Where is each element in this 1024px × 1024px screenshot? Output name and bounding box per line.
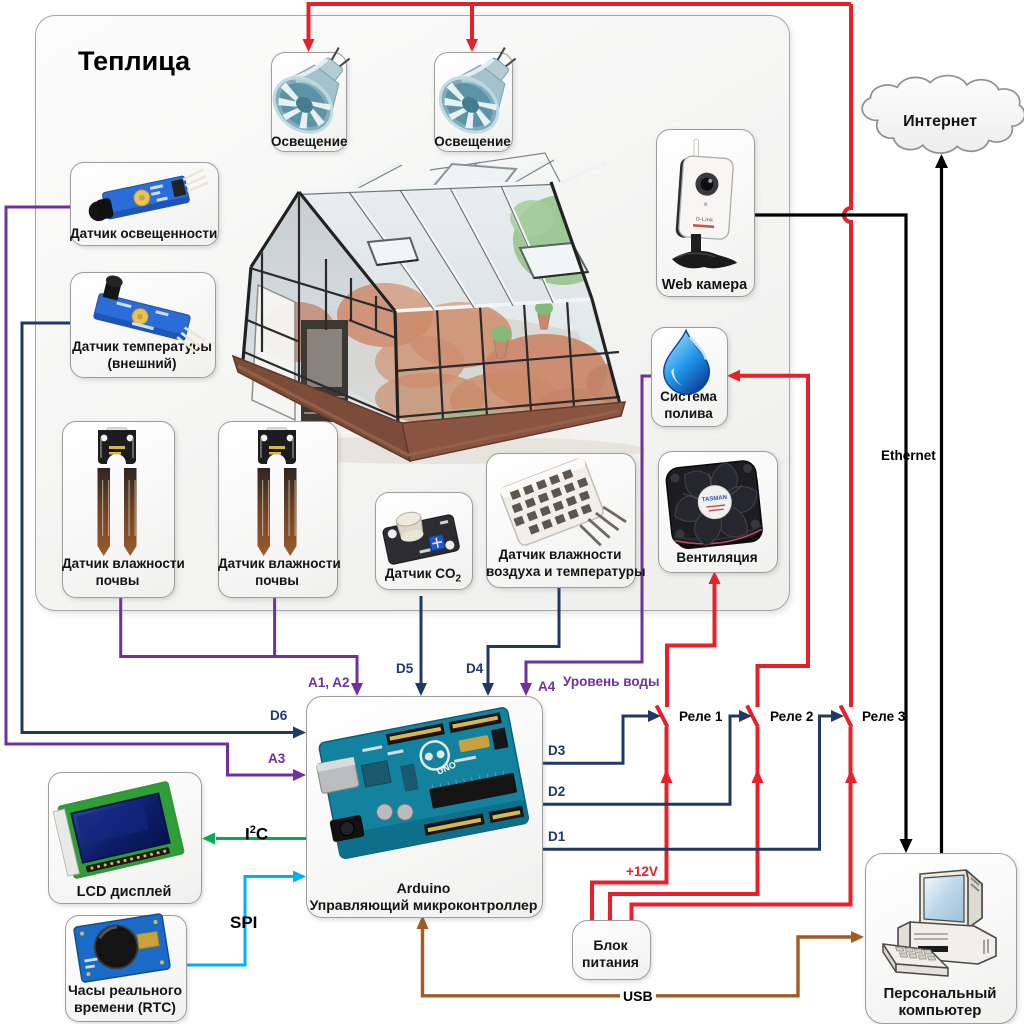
svg-text:TASMAN: TASMAN <box>702 495 728 504</box>
svg-text:D-Link: D-Link <box>696 216 714 223</box>
svg-text:Интернет: Интернет <box>903 113 977 130</box>
